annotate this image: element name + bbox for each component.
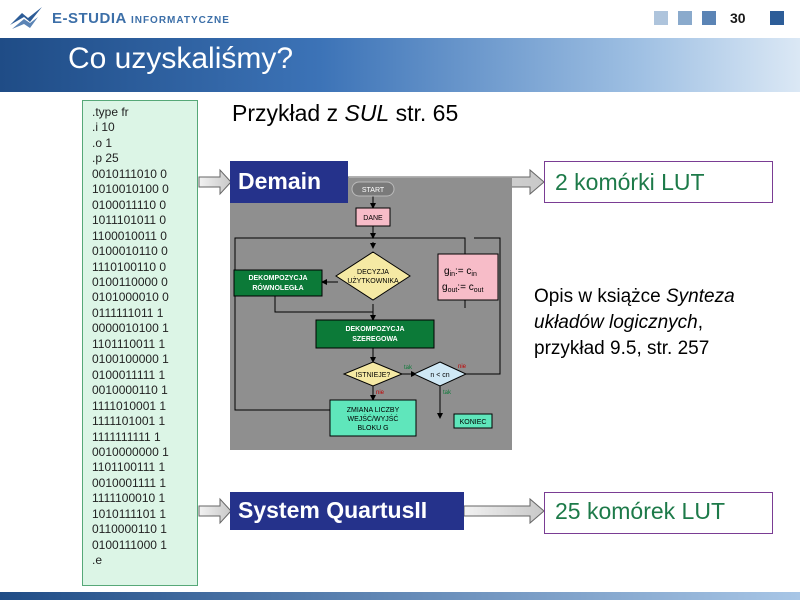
change-node	[329, 399, 417, 437]
dane-node	[355, 207, 391, 227]
book-reference: Opis w książce Synteza układów logicznyc…	[534, 284, 735, 362]
exists-diamond	[342, 361, 404, 387]
book-reference-line-2: układów logicznych,	[534, 312, 703, 333]
dane-label: DANE	[363, 215, 383, 222]
decision-label-1: DECYZJA	[357, 269, 389, 276]
no-label-2: nie	[458, 364, 467, 370]
code-line: .type fr	[92, 105, 129, 119]
code-line: 1111101001 1	[92, 414, 166, 429]
serial-label-2: SZEREGOWA	[352, 336, 398, 343]
code-line: 1010111101 1	[92, 506, 167, 521]
no-label-1: nie	[376, 390, 385, 396]
code-line: 0010000000 1	[92, 444, 169, 459]
code-line: 1101110011 1	[92, 336, 166, 351]
example-heading: Przykład z SUL str. 65	[232, 100, 459, 126]
code-line: 0100011111 1	[92, 367, 166, 382]
slide-title: Co uzyskaliśmy?	[68, 42, 294, 75]
arrow-code-to-quartus	[198, 497, 232, 525]
decision-diamond	[335, 251, 411, 301]
decision-label-2: UŻYTKOWNIKA	[347, 276, 399, 285]
change-label-2: WEJŚĆ/WYJŚĆ	[348, 414, 399, 423]
nav-square-4	[770, 11, 784, 25]
code-line: 0010000110 1	[92, 383, 168, 398]
code-line: 1111100010 1	[92, 491, 166, 506]
serial-label-1: DEKOMPOZYCJA	[345, 326, 404, 333]
code-line: .p 25	[92, 151, 119, 166]
code-line: .e	[92, 553, 103, 568]
end-label: KONIEC	[460, 419, 487, 426]
start-label: START	[362, 187, 385, 194]
decomposition-flowchart: START DANE DECYZJA UŻYTKOWNIKA DEKOMPOZY…	[230, 178, 512, 450]
yes-label-1: tak	[404, 365, 413, 371]
code-line: 0100111000 1	[92, 537, 167, 552]
code-line: 0111111011 1	[92, 305, 164, 320]
nav-square-3	[702, 11, 716, 25]
estudia-logo-icon	[10, 7, 42, 29]
code-line: 1111111111 1	[92, 429, 161, 444]
nav-square-1	[654, 11, 668, 25]
code-line: 1111010001 1	[92, 398, 167, 413]
serial-node	[315, 319, 435, 349]
parallel-label-1: DEKOMPOZYCJA	[248, 275, 307, 282]
code-line: 0010111010 0	[92, 166, 167, 181]
code-line: 0110000110 1	[92, 522, 167, 537]
page-number: 30	[730, 10, 746, 26]
code-line: .o 1	[92, 135, 113, 150]
demain-tool-label: Demain	[230, 161, 348, 203]
brand-name: E-STUDIA INFORMATYCZNE	[52, 10, 230, 27]
quartus-tool-label: System QuartusII	[230, 492, 464, 530]
change-label-3: BLOKU G	[357, 425, 388, 432]
code-line: 0100011110 0	[92, 197, 167, 212]
start-node	[351, 181, 395, 197]
code-line: 1010010100 0	[92, 182, 169, 197]
assignment-node	[437, 253, 499, 301]
code-line: 0100010110 0	[92, 244, 168, 259]
end-node	[453, 413, 493, 429]
code-line: 0101000010 0	[92, 290, 169, 305]
demain-result: 2 komórki LUT	[544, 161, 773, 203]
title-banner	[0, 38, 800, 92]
arrow-quartus-to-result	[463, 497, 545, 525]
code-line: 1011101011 0	[92, 213, 167, 228]
nav-square-2	[678, 11, 692, 25]
code-line: 0100100000 1	[92, 352, 169, 367]
change-label-1: ZMIANA LICZBY	[347, 407, 400, 414]
book-reference-line-3: przykład 9.5, str. 257	[534, 338, 710, 359]
yes-label-2: tak	[443, 390, 452, 396]
code-line: .i 10	[92, 120, 115, 135]
code-line: 1101100111 1	[92, 460, 166, 475]
code-line: 1100010011 0	[92, 228, 167, 243]
parallel-label-2: RÓWNOLEGŁA	[252, 283, 303, 292]
code-line: 0010001111 1	[92, 475, 167, 490]
bottom-bar	[0, 592, 800, 600]
code-line: 0000010100 1	[92, 321, 169, 336]
exists-label: ISTNIEJE?	[356, 372, 391, 379]
compare-diamond	[412, 361, 468, 387]
compare-label: n < cn	[430, 372, 449, 379]
parallel-node	[233, 269, 323, 297]
code-line: 0100110000 0	[92, 274, 168, 289]
arrow-code-to-demain	[198, 168, 232, 196]
quartus-result: 25 komórek LUT	[544, 492, 773, 534]
book-reference-line-1: Opis w książce Synteza	[534, 286, 735, 307]
code-line: 1110100110 0	[92, 259, 167, 274]
